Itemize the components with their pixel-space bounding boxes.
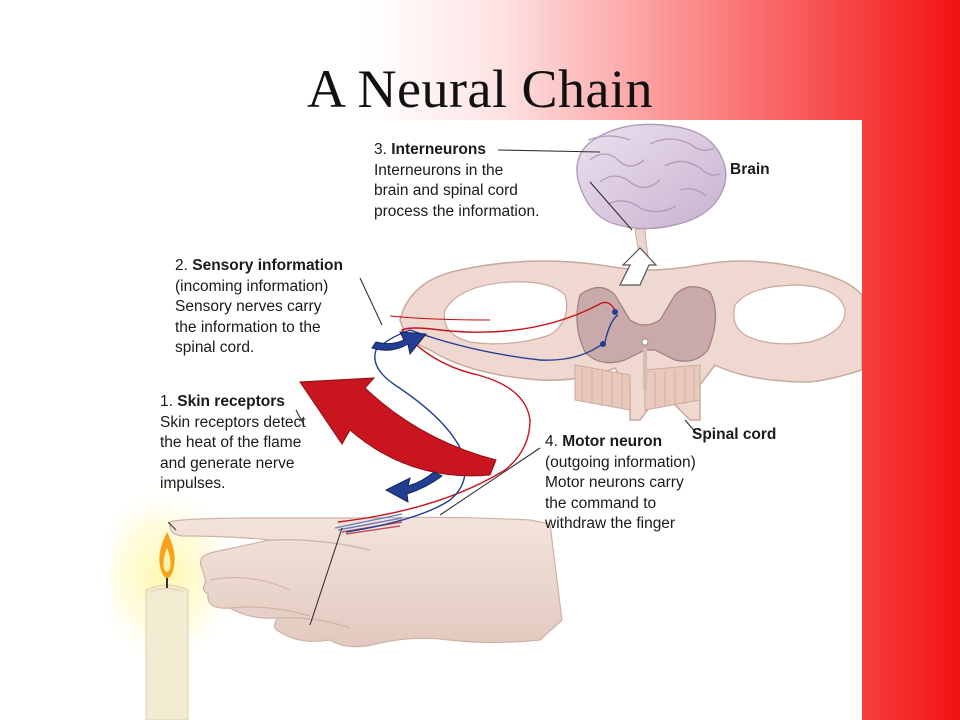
interneurons-line: process the information.: [374, 202, 540, 220]
motor-heading: Motor neuron: [562, 433, 663, 450]
slide-title: A Neural Chain: [307, 59, 653, 119]
skin-line: Skin receptors detect: [160, 413, 306, 431]
interneurons-label: 3. Interneurons Interneurons in the brai…: [374, 140, 539, 222]
sensory-line: Sensory nerves carry: [175, 298, 322, 315]
sensory-line: (incoming information): [175, 277, 329, 295]
motor-synapse-dot: [600, 341, 606, 347]
spinal-cord-section: [399, 260, 862, 421]
interneurons-line: brain and spinal cord: [374, 182, 518, 199]
motor-line: the command to: [545, 494, 657, 512]
interneurons-heading: Interneurons: [391, 141, 486, 158]
sensory-synapse-dot: [612, 309, 618, 315]
neural-chain-figure: 3. Interneurons Interneurons in the brai…: [110, 120, 862, 720]
motor-line: (outgoing information): [545, 453, 696, 471]
motor-number: 4.: [545, 433, 558, 450]
brain-label: Brain: [730, 161, 770, 178]
flame-icon: [159, 532, 175, 578]
skin-receptors-label: 1. Skin receptors Skin receptors detect …: [160, 392, 306, 495]
sensory-number: 2.: [175, 257, 188, 274]
neural-chain-illustration: [110, 123, 862, 720]
sensory-arrow: [299, 377, 497, 477]
motor-nerve-path: [345, 314, 619, 533]
sensory-heading: Sensory information: [192, 257, 343, 274]
brain-illustration: [576, 123, 727, 230]
ascending-arrow: [619, 247, 658, 286]
motor-line: withdraw the finger: [545, 515, 676, 532]
interneurons-number: 3.: [374, 141, 387, 158]
leader-lines: [167, 149, 699, 626]
skin-line: the heat of the flame: [160, 434, 302, 451]
motor-line: Motor neurons carry: [545, 474, 684, 491]
sensory-information-label: 2. Sensory information (incoming informa…: [175, 256, 343, 359]
skin-line: and generate nerve: [160, 454, 295, 472]
candle-icon: [145, 576, 189, 720]
skin-heading: Skin receptors: [177, 393, 285, 410]
spinal-cord-label: Spinal cord: [692, 426, 777, 443]
sensory-line: the information to the: [175, 318, 321, 336]
skin-line: impulses.: [160, 475, 226, 492]
motor-neuron-label: 4. Motor neuron (outgoing information) M…: [545, 432, 696, 535]
sensory-nerve-path: [337, 301, 616, 523]
hand-illustration: [169, 516, 563, 648]
skin-number: 1.: [160, 393, 173, 410]
sensory-line: spinal cord.: [175, 339, 255, 356]
interneurons-line: Interneurons in the: [374, 161, 504, 179]
motor-arrow-lower: [384, 471, 443, 503]
motor-arrow-upper: [371, 331, 427, 356]
